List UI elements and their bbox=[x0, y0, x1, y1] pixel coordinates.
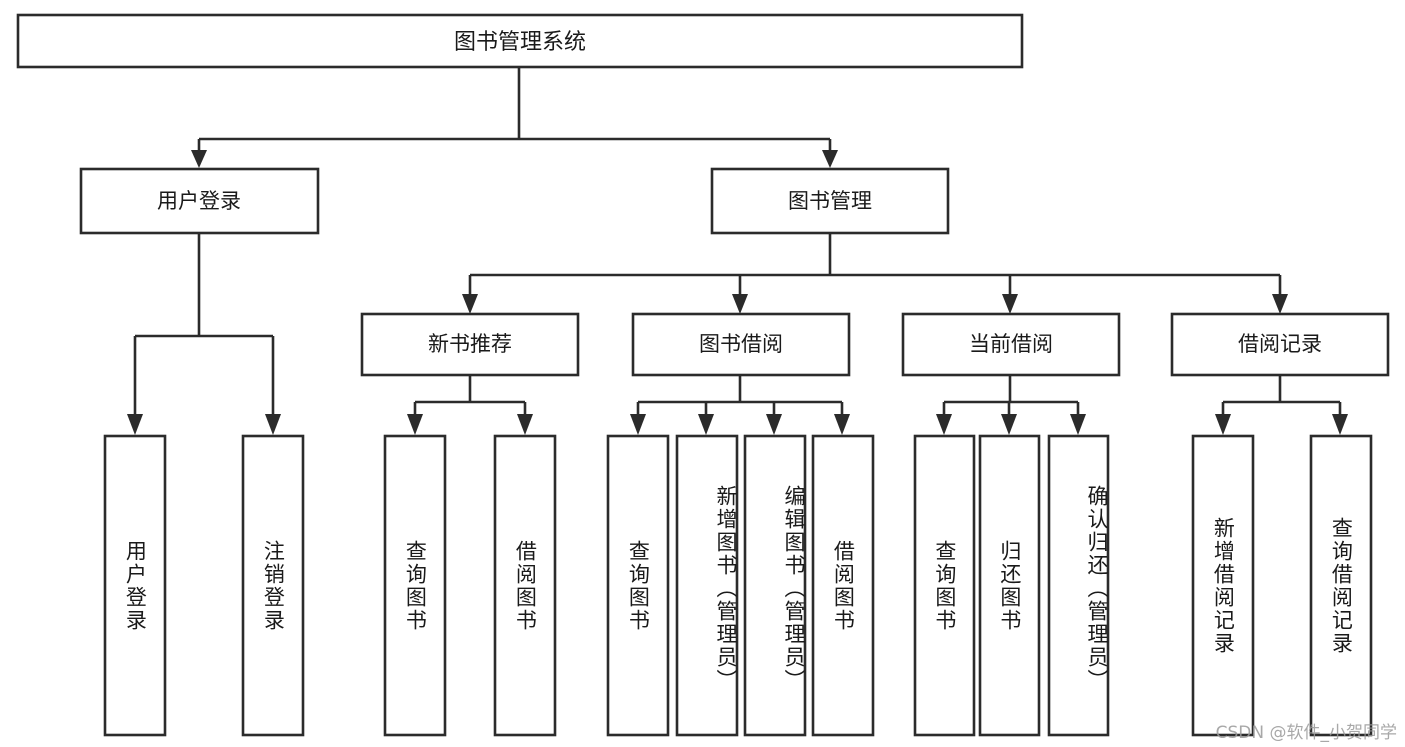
node-user-login-label: 用户登录 bbox=[157, 189, 241, 213]
node-book-manage[interactable]: 图书管理 bbox=[710, 167, 950, 235]
leaf-box-new-book-rec-1[interactable] bbox=[493, 434, 557, 737]
edge-book-borrow-to-leaves bbox=[630, 375, 850, 435]
arrow-icon bbox=[698, 414, 714, 435]
arrow-icon bbox=[834, 414, 850, 435]
leaf-box-book-borrow-0[interactable] bbox=[606, 434, 670, 737]
leaf-box-current-borrow-1[interactable] bbox=[978, 434, 1041, 737]
arrow-icon bbox=[1332, 414, 1348, 435]
arrow-icon bbox=[1272, 294, 1288, 314]
node-book-borrow-label: 图书借阅 bbox=[699, 332, 783, 356]
arrow-icon bbox=[630, 414, 646, 435]
edge-new-book-rec-to-leaves bbox=[407, 375, 533, 435]
arrow-icon bbox=[1001, 414, 1017, 435]
edge-current-borrow-to-leaves bbox=[936, 375, 1086, 435]
leaf-box-current-borrow-0[interactable] bbox=[913, 434, 976, 737]
node-book-manage-label: 图书管理 bbox=[788, 189, 872, 213]
leaf-box-user-login-0[interactable] bbox=[103, 434, 167, 737]
leaf-box-borrow-record-0[interactable] bbox=[1191, 434, 1255, 737]
node-current-borrow-label: 当前借阅 bbox=[969, 332, 1053, 356]
node-borrow-record[interactable]: 借阅记录 bbox=[1170, 312, 1390, 377]
arrow-icon bbox=[1070, 414, 1086, 435]
arrow-icon bbox=[1215, 414, 1231, 435]
node-current-borrow[interactable]: 当前借阅 bbox=[901, 312, 1121, 377]
leaf-box-current-borrow-2[interactable] bbox=[1047, 434, 1110, 737]
arrow-icon bbox=[732, 294, 748, 314]
edge-borrow-record-to-leaves bbox=[1215, 375, 1348, 435]
arrow-icon bbox=[462, 294, 478, 314]
node-book-borrow[interactable]: 图书借阅 bbox=[631, 312, 851, 377]
leaf-box-user-login-1[interactable] bbox=[241, 434, 305, 737]
leaf-box-book-borrow-3[interactable] bbox=[811, 434, 875, 737]
node-borrow-record-label: 借阅记录 bbox=[1238, 332, 1322, 356]
edge-user-login-to-leaves bbox=[127, 233, 281, 435]
leaf-box-book-borrow-1[interactable] bbox=[675, 434, 739, 737]
arrow-icon bbox=[407, 414, 423, 435]
arrow-icon bbox=[265, 414, 281, 435]
node-root-label: 图书管理系统 bbox=[454, 30, 586, 55]
edge-book-manage-to-level3 bbox=[462, 233, 1288, 314]
leaf-box-new-book-rec-0[interactable] bbox=[383, 434, 447, 737]
arrow-icon bbox=[191, 150, 207, 168]
arrow-icon bbox=[766, 414, 782, 435]
arrow-icon bbox=[1002, 294, 1018, 314]
arrow-icon bbox=[127, 414, 143, 435]
leaf-box-borrow-record-1[interactable] bbox=[1309, 434, 1373, 737]
arrow-icon bbox=[517, 414, 533, 435]
edge-root-to-level2 bbox=[191, 67, 838, 168]
arrow-icon bbox=[936, 414, 952, 435]
node-new-book-rec[interactable]: 新书推荐 bbox=[360, 312, 580, 377]
node-root[interactable]: 图书管理系统 bbox=[16, 13, 1024, 69]
node-new-book-rec-label: 新书推荐 bbox=[428, 332, 512, 356]
node-user-login[interactable]: 用户登录 bbox=[79, 167, 320, 235]
arrow-icon bbox=[822, 150, 838, 168]
leaf-box-book-borrow-2[interactable] bbox=[743, 434, 807, 737]
